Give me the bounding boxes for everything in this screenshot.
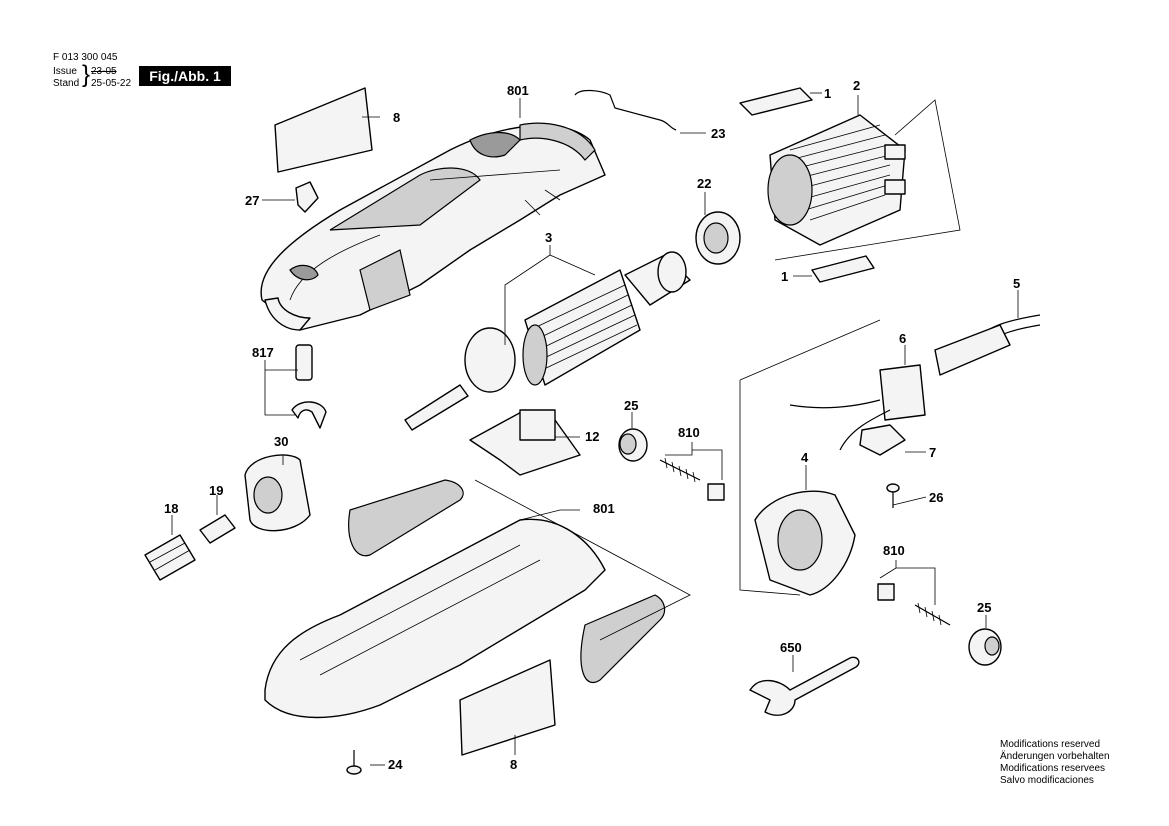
- callout-3: 3: [545, 230, 552, 245]
- lower-spacer-drawing: [968, 628, 1002, 666]
- small-screw-drawing: [886, 483, 900, 508]
- callout-30: 30: [274, 434, 288, 449]
- callout-25-upper: 25: [624, 398, 638, 413]
- callout-12: 12: [585, 429, 599, 444]
- issue-value: 23-05: [91, 66, 117, 77]
- collet-nut-drawing: [244, 454, 311, 532]
- notice-line: Modifications reservees: [1000, 763, 1106, 774]
- callout-8-upper: 8: [393, 110, 400, 125]
- callout-810-lower: 810: [883, 543, 905, 558]
- leader-lines: [171, 92, 1019, 766]
- callout-650: 650: [780, 640, 802, 655]
- shaft-lock-pin-drawing: [291, 344, 327, 429]
- figure-label: Fig./Abb. 1: [139, 66, 231, 86]
- wrench-drawing: [749, 656, 860, 716]
- callout-7: 7: [929, 445, 936, 460]
- cord-clamp-drawing: [859, 424, 906, 456]
- wire-clip-drawing: [574, 89, 677, 131]
- callout-2: 2: [853, 78, 860, 93]
- callout-1-upper: 1: [824, 86, 831, 101]
- label-plate-top-drawing: [274, 87, 373, 173]
- notice-line: Salvo modificaciones: [1000, 775, 1094, 786]
- modifications-notice: Modifications reserved Änderungen vorbeh…: [1000, 739, 1110, 787]
- lower-housing-drawing: [264, 479, 666, 719]
- label-plate-bottom-drawing: [459, 659, 556, 756]
- power-cord-drawing: [789, 314, 1041, 451]
- callout-4: 4: [801, 450, 809, 465]
- brush-holder-drawing: [469, 409, 581, 476]
- callout-18: 18: [164, 501, 178, 516]
- header-brace: }: [82, 61, 91, 88]
- notice-line: Änderungen vorbehalten: [1000, 751, 1110, 762]
- issue-label: Issue: [53, 66, 77, 77]
- armature-drawing: [404, 251, 691, 431]
- lower-screw-drawing: [877, 583, 951, 626]
- callout-26: 26: [929, 490, 943, 505]
- callout-labels: 801 8 27 23 1 2 22 3 1 5 817 6 30 12 25 …: [164, 78, 1020, 772]
- callout-5: 5: [1013, 276, 1020, 291]
- callout-19: 19: [209, 483, 223, 498]
- screw-drawing: [659, 457, 725, 501]
- part-number: F 013 300 045: [53, 52, 118, 63]
- switch-holder-drawing: [754, 490, 856, 596]
- callout-24: 24: [388, 757, 403, 772]
- callout-25-lower: 25: [977, 600, 991, 615]
- housing-screw-drawing: [346, 750, 362, 775]
- collet-adapter-drawing: [144, 534, 196, 581]
- stand-value: 25-05-22: [91, 78, 132, 89]
- callout-6: 6: [899, 331, 906, 346]
- stand-label: Stand: [53, 78, 80, 89]
- callout-23: 23: [711, 126, 725, 141]
- callout-1-lower: 1: [781, 269, 788, 284]
- callout-22: 22: [697, 176, 711, 191]
- callout-801-lower: 801: [593, 501, 615, 516]
- upper-housing-drawing: [260, 122, 606, 331]
- label-strip-bottom-drawing: [811, 255, 875, 283]
- notice-line: Modifications reserved: [1000, 739, 1101, 750]
- callout-27: 27: [245, 193, 259, 208]
- callout-810-upper: 810: [678, 425, 700, 440]
- callout-801-upper: 801: [507, 83, 529, 98]
- cap-drawing: [295, 181, 319, 213]
- callout-817: 817: [252, 345, 274, 360]
- bearing-ring-drawing: [695, 211, 741, 265]
- collet-drawing: [199, 514, 236, 544]
- label-strip-top-drawing: [739, 87, 813, 116]
- callout-8-lower: 8: [510, 757, 517, 772]
- field-coil-drawing: [767, 114, 906, 246]
- spacer-drawing: [618, 428, 648, 462]
